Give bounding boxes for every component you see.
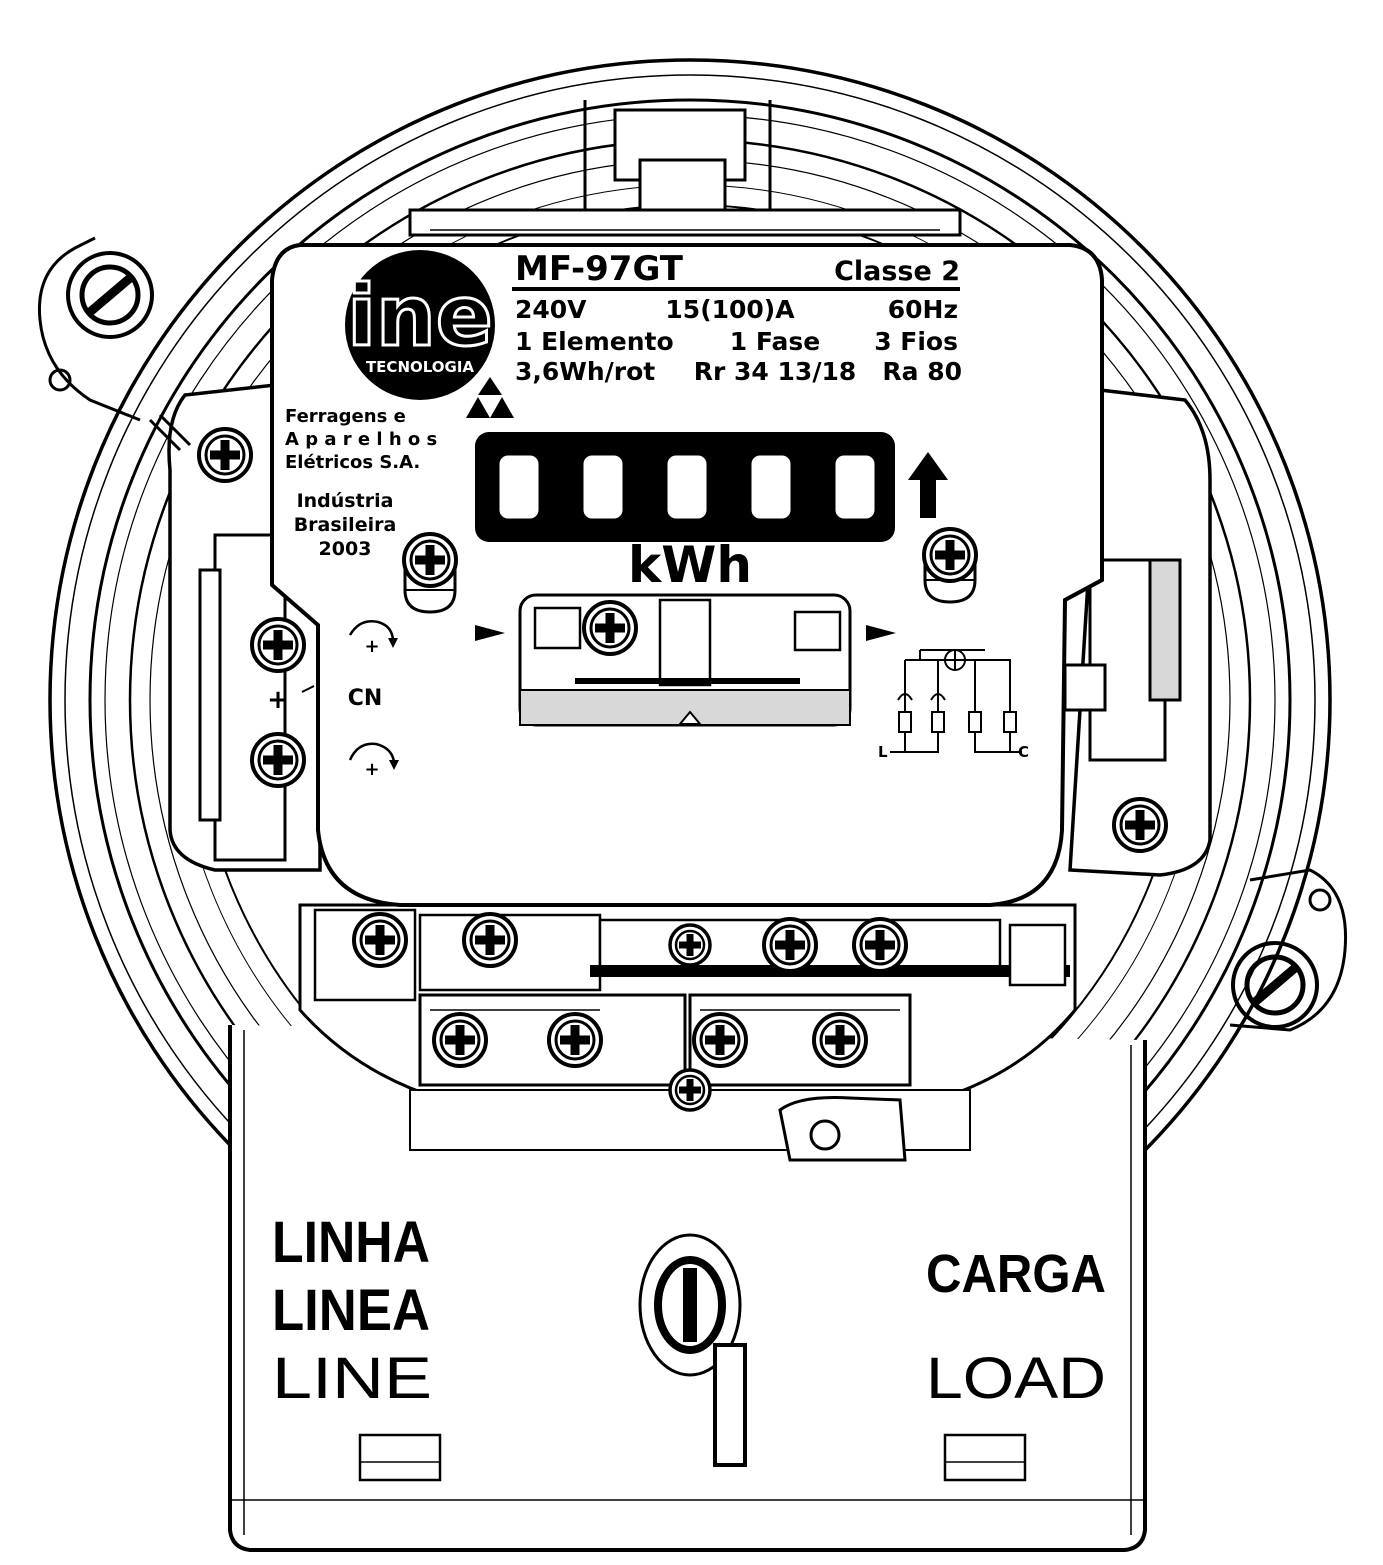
adjustment-panel: + + CN + [250,617,399,788]
line-label-es: LINEA [272,1278,430,1343]
ra-value: Ra 80 [882,357,962,386]
load-label-en: LOAD [926,1346,1106,1411]
register-digit-window [499,455,539,519]
left-clip-mark [148,413,192,452]
manufacture-year: 2003 [319,538,372,560]
wiring-load-label: C [1018,743,1029,761]
right-ear-screw-hole [1231,941,1319,1029]
model-number: MF-97GT [515,249,684,289]
wiring-diagram [890,649,1022,753]
logo-subtext: TECNOLOGIA [366,358,474,376]
terminal-cover [228,1025,1147,1552]
rotate-ccw-icon [348,742,396,763]
meter-constant: 3,6Wh/rot [515,357,655,386]
register-digit-window [667,455,707,519]
logo-text: ine [347,267,493,365]
frequency: 60Hz [888,295,958,324]
wiring-line-label: L [878,743,888,761]
adjust-label: CN [348,686,383,711]
seal-screw [638,1233,747,1467]
manufacturer-line2: A p a r e l h o s [285,429,437,450]
rotor-window [475,593,896,727]
adjust-plus-left: + [267,685,289,715]
register-digit-window [751,455,791,519]
wires: 3 Fios [874,327,958,356]
register-ratio: Rr 34 13/18 [694,357,857,386]
adjust-plus-bottom: + [364,759,379,780]
elements: 1 Elemento [515,327,674,356]
accuracy-class: Classe 2 [834,256,960,287]
left-ear-screw-hole [66,251,154,339]
manufacturer-line1: Ferragens e [285,406,406,427]
phase: 1 Fase [730,327,820,356]
origin-line1: Indústria [297,490,394,512]
register-screws [402,527,978,614]
voltage: 240V [515,295,587,324]
origin-line2: Brasileira [294,514,397,536]
line-label-en: LINE [272,1346,432,1411]
adjust-plus-top: + [364,636,379,657]
ratings: MF-97GT Classe 2 240V 15(100)A 60Hz 1 El… [512,249,962,386]
terminal-block [298,903,1077,1162]
load-label-pt: CARGA [926,1244,1106,1304]
brand-logo: ine TECNOLOGIA [345,250,495,400]
register-digit-window [583,455,623,519]
manufacturer-info: Ferragens e A p a r e l h o s Elétricos … [285,406,437,560]
right-mounting-ear [1229,868,1348,1032]
rotate-cw-icon [348,620,395,641]
line-label-pt: LINHA [272,1210,430,1275]
register-digit-window [835,455,875,519]
direction-arrow-icon [908,452,948,518]
register-digits [499,455,875,519]
terminal-labels: LINHA LINEA LINE CARGA LOAD [272,1210,1106,1411]
left-mounting-ear [37,236,141,422]
register-unit: kWh [628,536,752,594]
current-rating: 15(100)A [665,295,795,324]
register-display: kWh [475,432,895,594]
manufacturer-line3: Elétricos S.A. [285,452,420,473]
diamond-logo-icon [466,377,514,418]
